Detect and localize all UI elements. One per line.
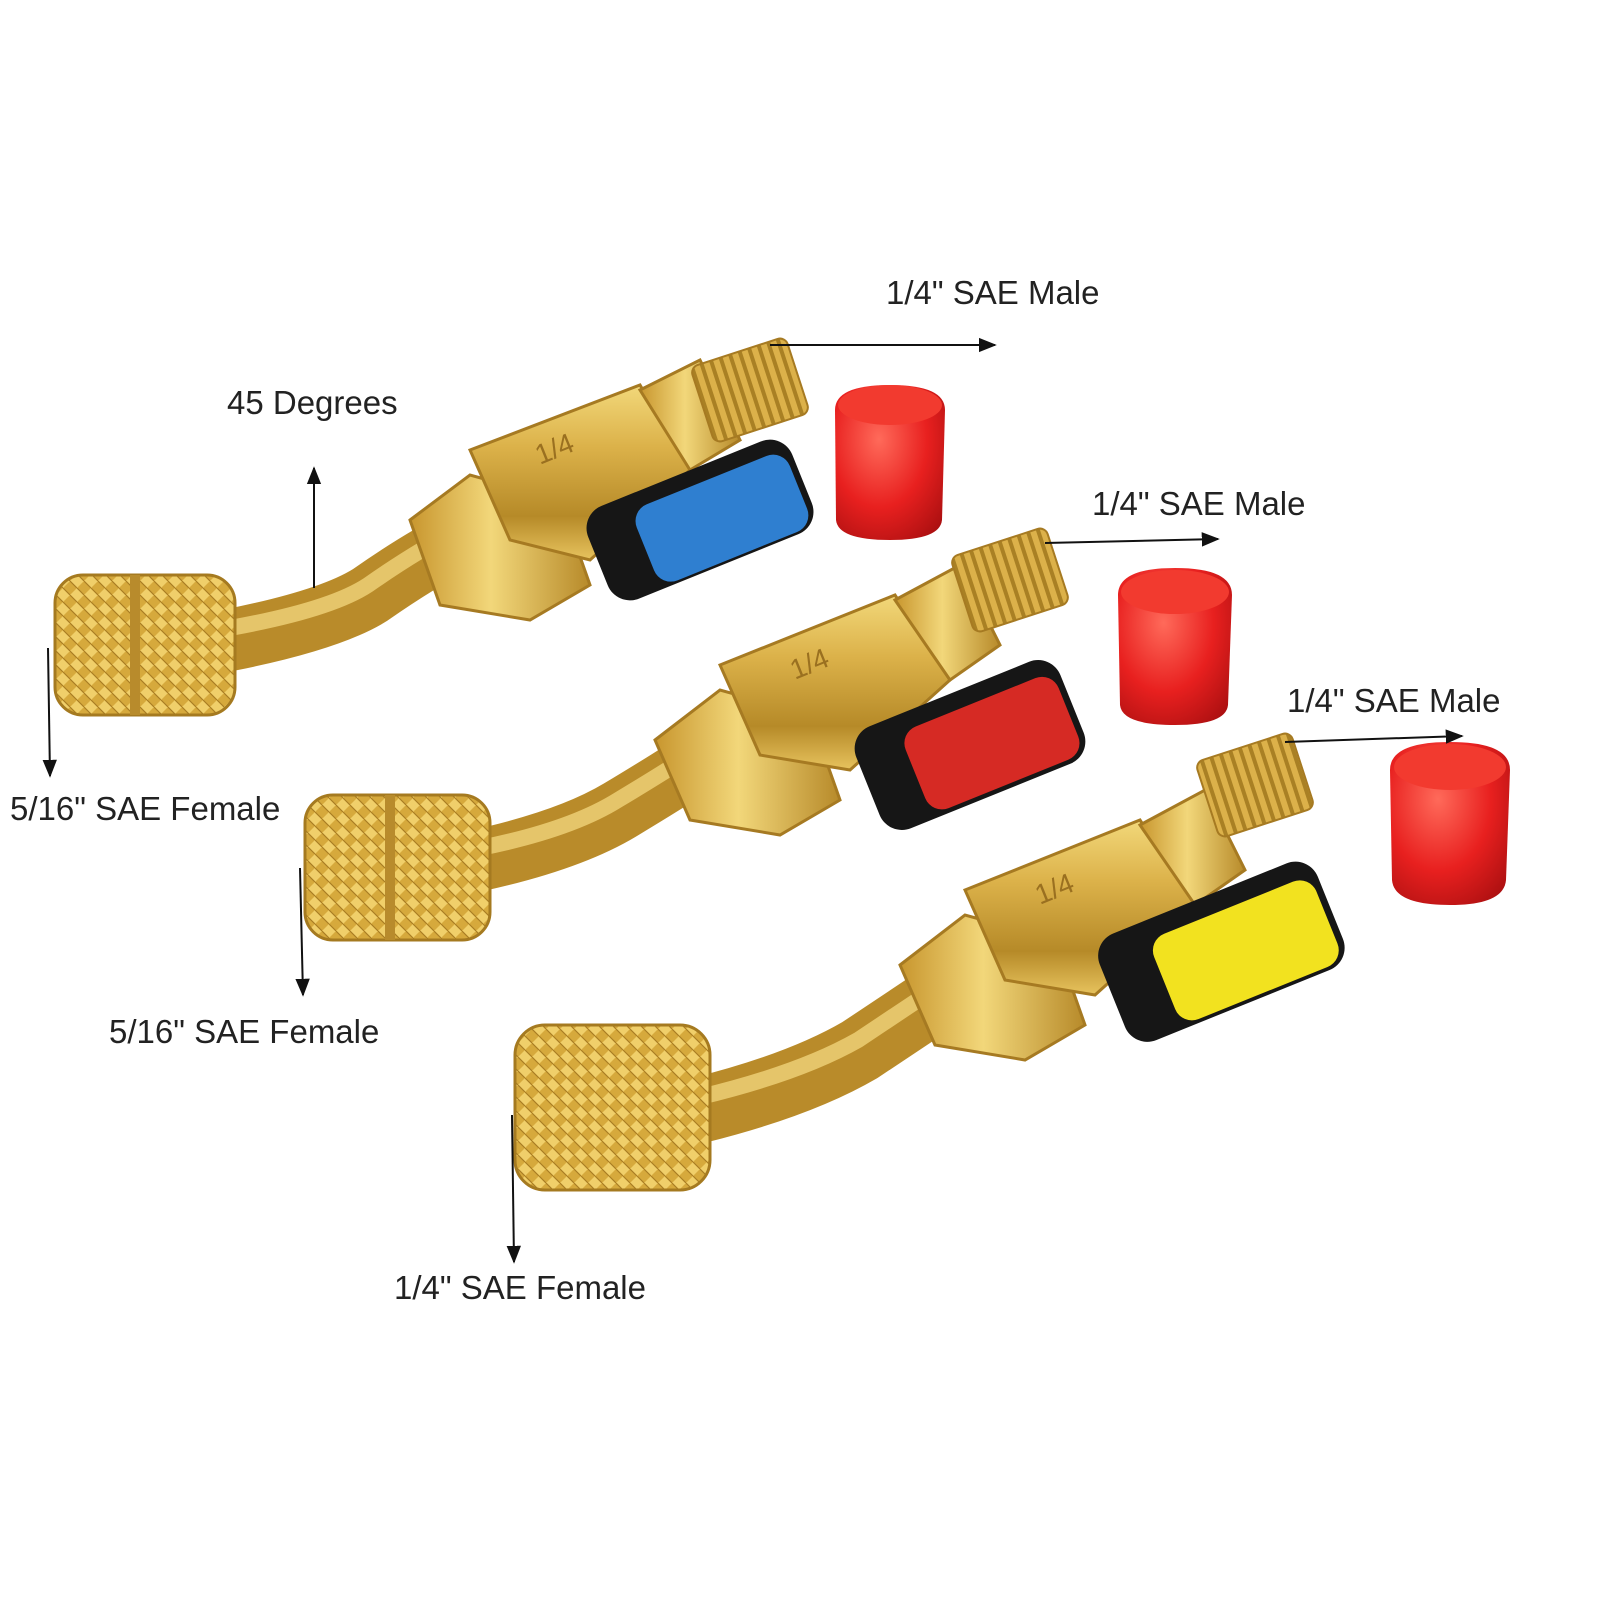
arrow-icon: [1284, 729, 1464, 744]
valve-top: 1/4: [53, 337, 945, 717]
arrow-icon: [295, 867, 310, 997]
label-male-middle: 1/4" SAE Male: [1092, 485, 1306, 522]
label-female-bottom: 1/4" SAE Female: [394, 1269, 646, 1306]
valve-handle-icon: [1098, 861, 1345, 1042]
arrow-icon: [42, 647, 57, 778]
dust-cap-icon: [1118, 568, 1232, 725]
arrow-icon: [1044, 532, 1220, 547]
valve-handle-icon: [586, 439, 814, 601]
valve-handle-icon: [854, 660, 1086, 830]
dust-cap-icon: [1390, 742, 1510, 905]
arrow-icon: [506, 1114, 521, 1264]
label-female-middle: 5/16" SAE Female: [109, 1013, 380, 1050]
dust-cap-icon: [835, 385, 945, 540]
label-angle: 45 Degrees: [227, 384, 398, 421]
valve-bottom: 1/4: [513, 732, 1510, 1192]
label-female-top: 5/16" SAE Female: [10, 790, 281, 827]
annotation-arrows: [42, 337, 1464, 1264]
valve-middle: 1/4: [303, 527, 1232, 942]
label-male-top: 1/4" SAE Male: [886, 274, 1100, 311]
label-male-bottom: 1/4" SAE Male: [1287, 682, 1501, 719]
